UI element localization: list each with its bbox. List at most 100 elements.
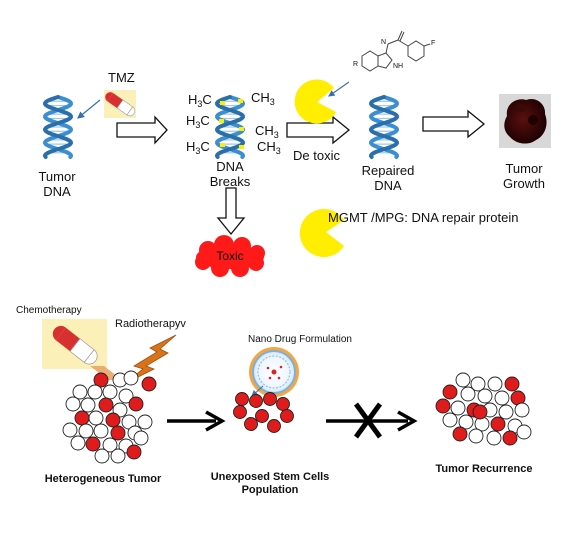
- dna-breaks-helix-icon: [214, 95, 246, 159]
- tumor-cell-white: [72, 384, 88, 400]
- toxic-cloud-icon: [195, 235, 265, 277]
- blocked-arrow: [326, 402, 418, 439]
- tumor-cell-white: [80, 397, 96, 413]
- tumor-cell-red: [110, 425, 126, 441]
- heterogeneous-tumor-cells: [62, 370, 157, 464]
- tumor-cell-red: [276, 397, 290, 411]
- tumor-cell-white: [94, 448, 110, 464]
- tumor-cell-red: [255, 409, 269, 423]
- nano-drug-label: Nano Drug Formulation: [248, 334, 352, 345]
- molecule-r-label: R: [353, 61, 359, 68]
- tumor-cell-red: [442, 384, 458, 400]
- tumor-cell-red: [85, 436, 101, 452]
- tumor-cell-red: [435, 398, 451, 414]
- tumor-cell-white: [102, 437, 118, 453]
- tumor-cell-red: [263, 392, 277, 406]
- black-arrow-1: [167, 410, 226, 432]
- tumor-cell-red: [452, 426, 468, 442]
- nano-drug-particle-icon: [249, 347, 299, 397]
- chemotherapy-pill-icon: [42, 319, 107, 369]
- tumor-cell-red: [504, 376, 520, 392]
- tumor-recurrence-cells: [435, 372, 532, 446]
- methyl-label-6: CH3: [257, 139, 281, 156]
- mgmt-pointer-arrow: [328, 81, 350, 97]
- tumor-dna-helix-icon: [42, 95, 74, 159]
- molecule-nh-label: NH: [393, 63, 404, 70]
- tumor-cell-red: [128, 396, 144, 412]
- tumor-cell-white: [450, 400, 466, 416]
- methyl-label-5: H3C: [186, 139, 210, 156]
- tumor-cell-white: [494, 390, 510, 406]
- flow-arrow-2: [286, 115, 351, 145]
- tumor-cell-white: [514, 402, 530, 418]
- flow-arrow-down-toxic: [216, 187, 246, 236]
- tumor-cell-white: [65, 396, 81, 412]
- tumor-cell-white: [487, 376, 503, 392]
- flow-arrow-3: [422, 109, 486, 139]
- tumor-recurrence-label: Tumor Recurrence: [435, 463, 533, 475]
- tmz-pill-icon: [104, 90, 136, 118]
- methyl-label-3: H3C: [186, 113, 210, 130]
- tumor-cell-red: [126, 444, 142, 460]
- methyl-label-1: H3C: [188, 92, 212, 109]
- mgmt-legend-icon: [299, 209, 344, 258]
- tumor-cell-white: [458, 414, 474, 430]
- tumor-cell-red: [235, 392, 249, 406]
- tumor-cell-red: [249, 394, 263, 408]
- tumor-cell-red: [502, 430, 518, 446]
- tumor-cell-red: [472, 404, 488, 420]
- tumor-cell-white: [470, 376, 486, 392]
- tumor-cell-white: [468, 428, 484, 444]
- molecule-n-label: N: [381, 39, 387, 46]
- tmz-label: TMZ: [108, 70, 135, 85]
- mgmt-legend-label: MGMT /MPG: DNA repair protein: [328, 210, 519, 225]
- tumor-cell-white: [110, 448, 126, 464]
- tumor-cell-white: [460, 386, 476, 402]
- methyl-label-2: CH3: [251, 90, 275, 107]
- chemotherapy-label: Chemotherapy: [16, 305, 82, 316]
- tumor-cell-white: [78, 423, 94, 439]
- tumor-cell-white: [88, 410, 104, 426]
- tumor-cell-red: [267, 419, 281, 433]
- toxic-label: Toxic: [216, 249, 244, 263]
- tumor-cell-red: [490, 416, 506, 432]
- tumor-cell-white: [93, 423, 109, 439]
- tumor-cell-white: [442, 412, 458, 428]
- tmz-pointer-arrow: [77, 99, 101, 119]
- repaired-dna-helix-icon: [368, 95, 400, 159]
- inhibitor-molecule-icon: [361, 30, 431, 72]
- heterogeneous-tumor-label: Heterogeneous Tumor: [44, 473, 162, 485]
- tumor-cell-white: [455, 372, 471, 388]
- radiotherapy-label: Radiotherapyv: [115, 318, 186, 330]
- flow-arrow-1: [116, 115, 168, 145]
- tumor-cell-white: [62, 422, 78, 438]
- tumor-cell-red: [98, 397, 114, 413]
- tumor-cell-red: [93, 372, 109, 388]
- tumor-cell-white: [486, 430, 502, 446]
- methyl-label-4: CH3: [255, 123, 279, 140]
- tumor-cell-red: [74, 410, 90, 426]
- stem-cells-cluster: [233, 392, 294, 433]
- tumor-cell-white: [118, 388, 134, 404]
- mgmt-protein-icon: [294, 79, 336, 124]
- tumor-cell-red: [244, 417, 258, 431]
- tumor-cell-red: [233, 405, 247, 419]
- tumor-cell-white: [498, 404, 514, 420]
- tumor-cell-red: [280, 409, 294, 423]
- tumor-cell-white: [137, 414, 153, 430]
- tumor-cell-red: [141, 376, 157, 392]
- tumor-cell-white: [87, 384, 103, 400]
- tumor-cell-white: [70, 435, 86, 451]
- tumor-cell-white: [477, 388, 493, 404]
- nano-pointer-arrow: [251, 385, 264, 397]
- tumor-cell-white: [516, 424, 532, 440]
- tumor-growth-image: [499, 94, 551, 148]
- tumor-cell-white: [102, 384, 118, 400]
- tumor-cell-white: [123, 370, 139, 386]
- de-toxic-label: De toxic: [293, 148, 340, 163]
